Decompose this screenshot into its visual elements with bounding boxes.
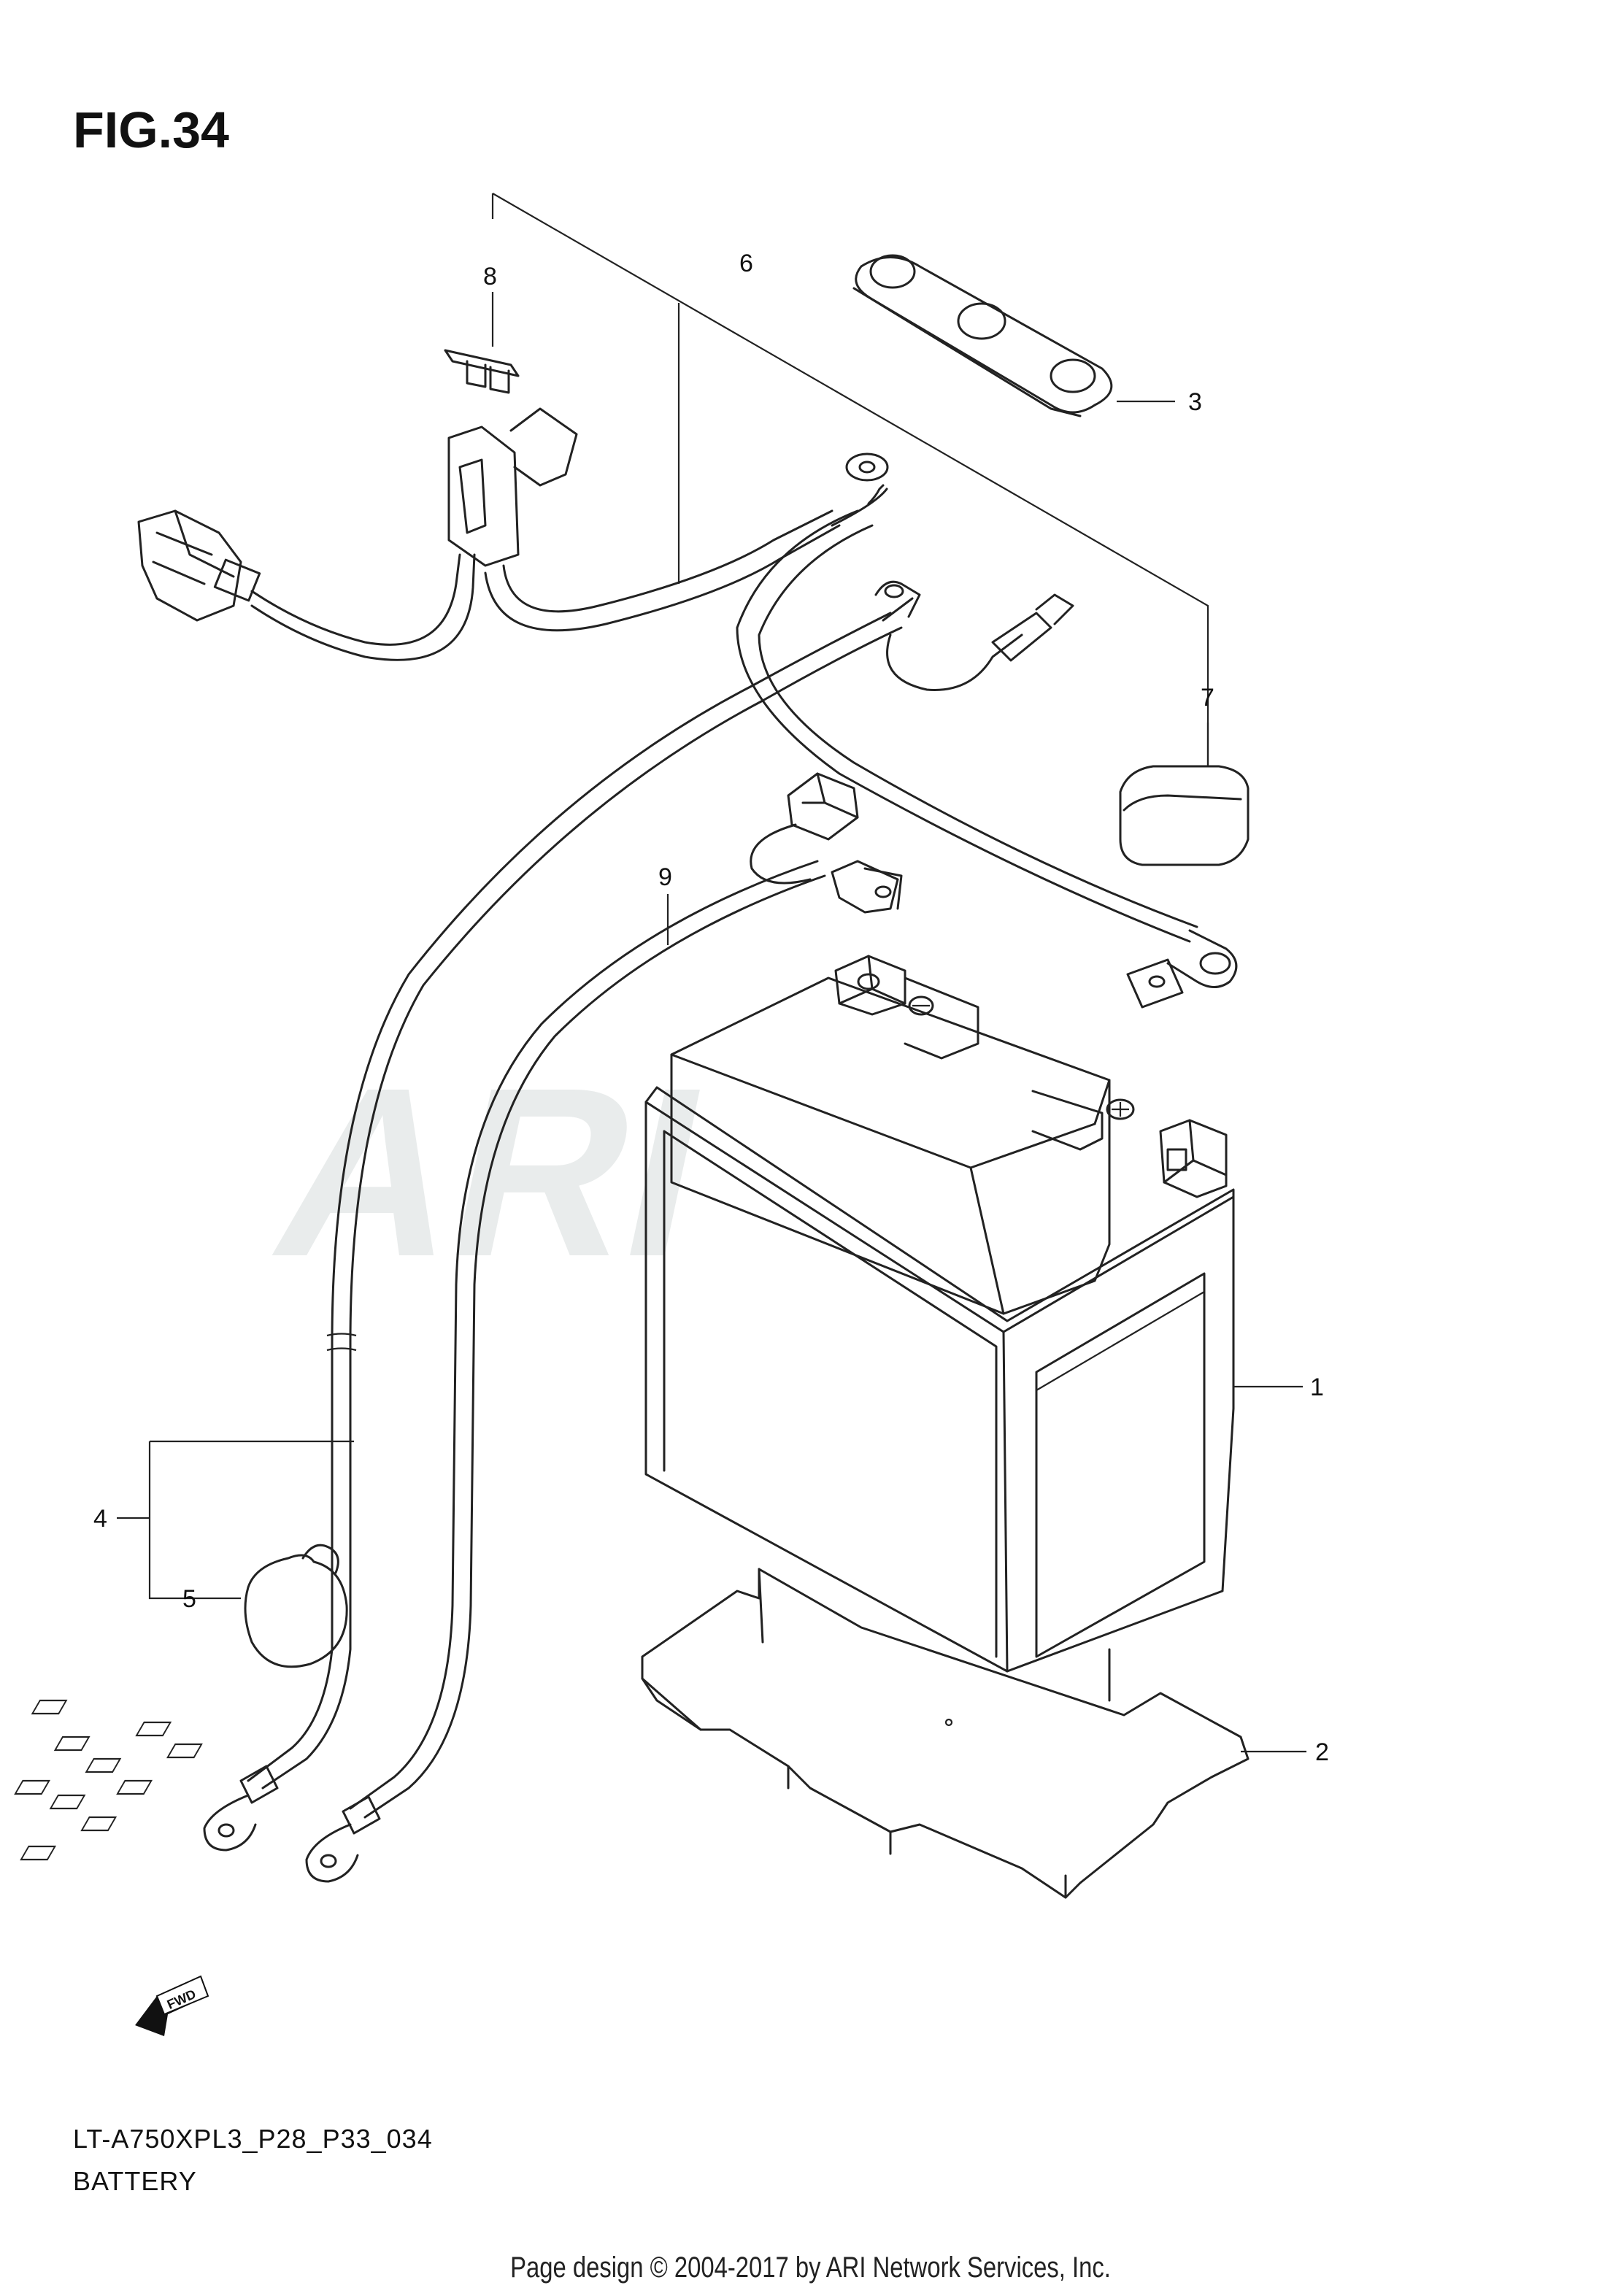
section-name: BATTERY [73,2166,197,2196]
negative-cable [349,772,903,1819]
callout-9: 9 [658,863,672,891]
copyright-footer: Page design © 2004-2017 by ARI Network S… [510,2251,1111,2284]
wiring-harness [137,407,1238,1790]
battery [644,955,1235,1673]
figure-title: FIG.34 [73,101,229,158]
callout-2: 2 [1315,1738,1329,1766]
callout-6: 6 [739,250,753,277]
callout-4: 4 [93,1505,107,1533]
watermark: ARI [255,1037,727,1306]
rubber-boot [244,1544,348,1668]
callout-7: 7 [1201,684,1214,712]
model-code: LT-A750XPL3_P28_P33_034 [73,2124,433,2154]
terminal-cover-strip [852,254,1113,417]
ring-lugs [203,1765,381,1883]
callout-labels: 1 2 3 4 5 6 7 8 9 [93,250,1329,1766]
leader-lines [117,193,1306,1753]
fuse [444,349,520,394]
callout-5: 5 [182,1585,196,1613]
tray-slots [14,1699,203,1861]
terminal-cap [1119,765,1250,866]
callout-8: 8 [483,263,497,290]
forward-arrow-icon: FWD [135,1975,209,2036]
callout-3: 3 [1188,388,1202,416]
battery-tray [14,1568,1250,1899]
callout-1: 1 [1310,1374,1324,1401]
